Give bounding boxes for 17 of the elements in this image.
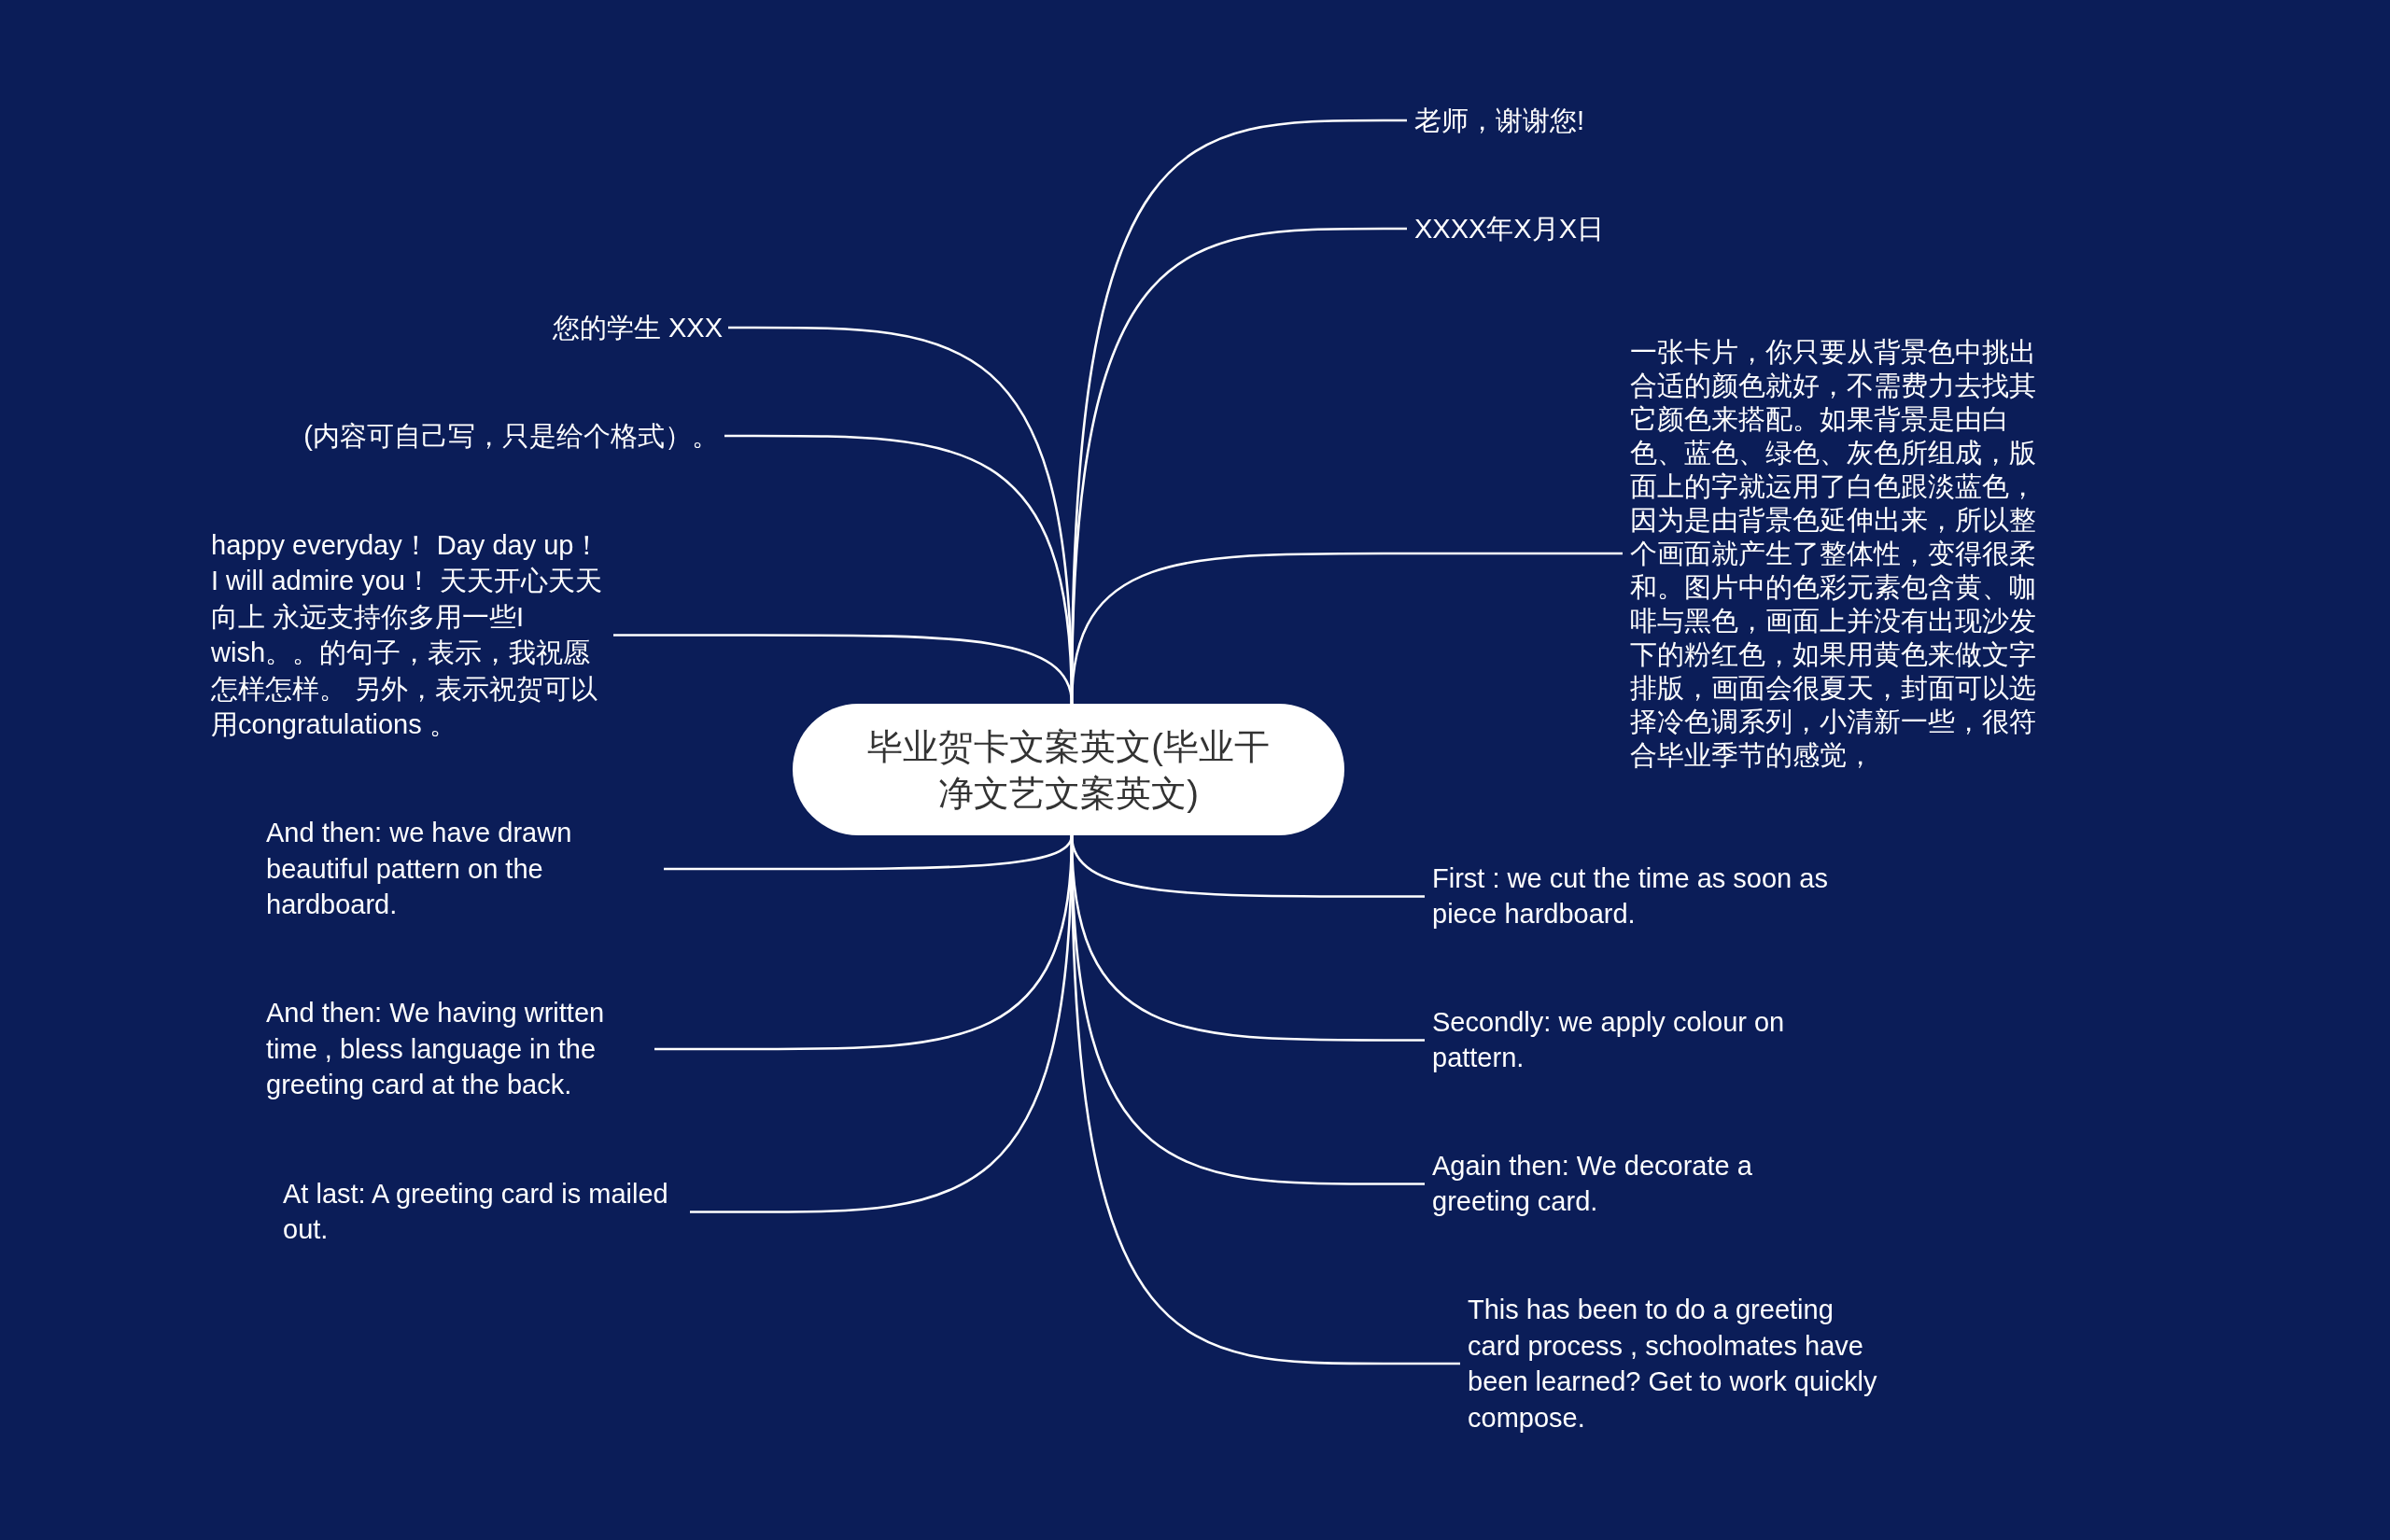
branch-text: 一张卡片，你只要从背景色中挑出合适的颜色就好，不需费力去找其它颜色来搭配。如果背景是由白色、蓝色、绿色、灰色所组成，版面上的字就运用了白色跟淡蓝色，因为是由背景色延伸出来，所以整个画面就产生了整体性，变得很柔和。图片中的色彩元素包含黄、咖啡与黑色，画面上并没有出现沙发下的粉红色，如果用黄色来做文字排版，画面会很夏天，封面可以选择冷色调系列，小清新一些，很符合毕业季节的感觉， <box>1630 335 2052 772</box>
branch-text: XXXX年X月X日 <box>1414 211 1657 246</box>
branch-text: Again then: We decorate a greeting card. <box>1432 1147 1834 1220</box>
branch-line <box>664 834 1074 871</box>
branch-text: And then: We having written time , bless language in the greeting card at the back. <box>266 995 649 1103</box>
branch-text: 您的学生 XXX <box>523 310 723 345</box>
branch-text: First : we cut the time as soon as piece hardboard. <box>1432 860 1880 932</box>
topic-pill: 毕业贺卡文案英文(毕业干净文艺文案英文) <box>793 704 1344 835</box>
branch-text: happy everyday！ Day day up！ I will admire you！ 天天开心天天向上 永远支持你多用一些I wish。。的句子，表示，我祝愿怎样怎样。 另外，表示祝贺可以用congratulations 。 <box>211 526 608 743</box>
branch-line <box>1070 552 1623 705</box>
branch-text: And then: we have drawn beautiful pattern on the hardboard. <box>266 815 658 923</box>
branch-text: This has been to do a greeting card process , schoolmates have been learned? Get to work quickly compose. <box>1468 1292 1878 1435</box>
branch-text: 老师，谢谢您! <box>1414 103 1657 138</box>
branch-text: (内容可自己写，只是给个格式）。 <box>299 418 719 454</box>
branch-text: Secondly: we apply colour on pattern. <box>1432 1003 1862 1076</box>
branch-text: At last: A greeting card is mailed out. <box>283 1175 684 1248</box>
branch-line <box>1070 834 1460 1365</box>
